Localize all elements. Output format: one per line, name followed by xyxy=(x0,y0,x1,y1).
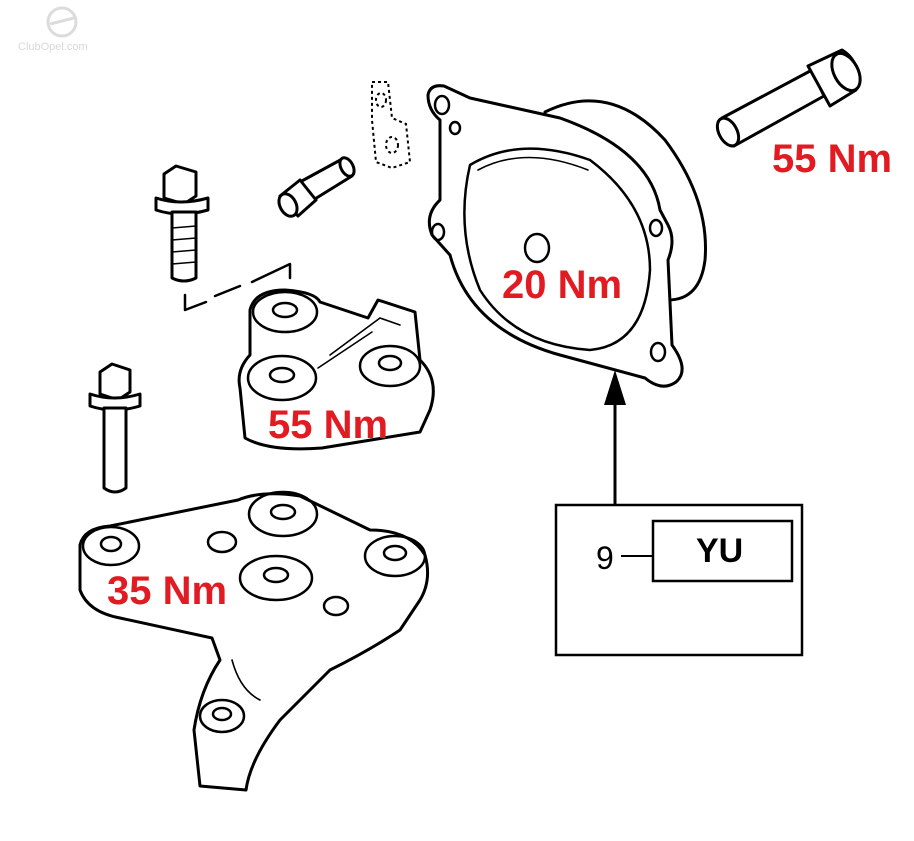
long-bolt-top-right xyxy=(715,48,862,148)
small-bolt xyxy=(277,156,356,218)
callout-code: YU xyxy=(696,532,743,570)
torque-label-upper-bracket: 55 Nm xyxy=(268,403,388,447)
code-box xyxy=(651,519,794,583)
watermark-text: ClubOpel.com xyxy=(18,41,88,53)
torque-label-lower-bracket: 35 Nm xyxy=(107,569,227,613)
torque-label-cover: 20 Nm xyxy=(502,263,622,307)
pointer-arrow xyxy=(604,370,626,505)
callout-number: 9 xyxy=(596,540,614,576)
upper-mount-bracket xyxy=(237,288,435,451)
lower-mount-bracket xyxy=(78,490,430,792)
alignment-lines xyxy=(183,262,292,312)
torque-label-bolt: 55 Nm xyxy=(772,137,892,181)
bolt-lower-left xyxy=(88,362,142,494)
cover-plate xyxy=(426,84,707,388)
watermark-logo: ClubOpel.com xyxy=(18,6,88,53)
callout-box: 9 YU xyxy=(554,503,804,657)
dashed-gasket xyxy=(371,81,412,170)
bolt-upper-left xyxy=(154,164,210,283)
